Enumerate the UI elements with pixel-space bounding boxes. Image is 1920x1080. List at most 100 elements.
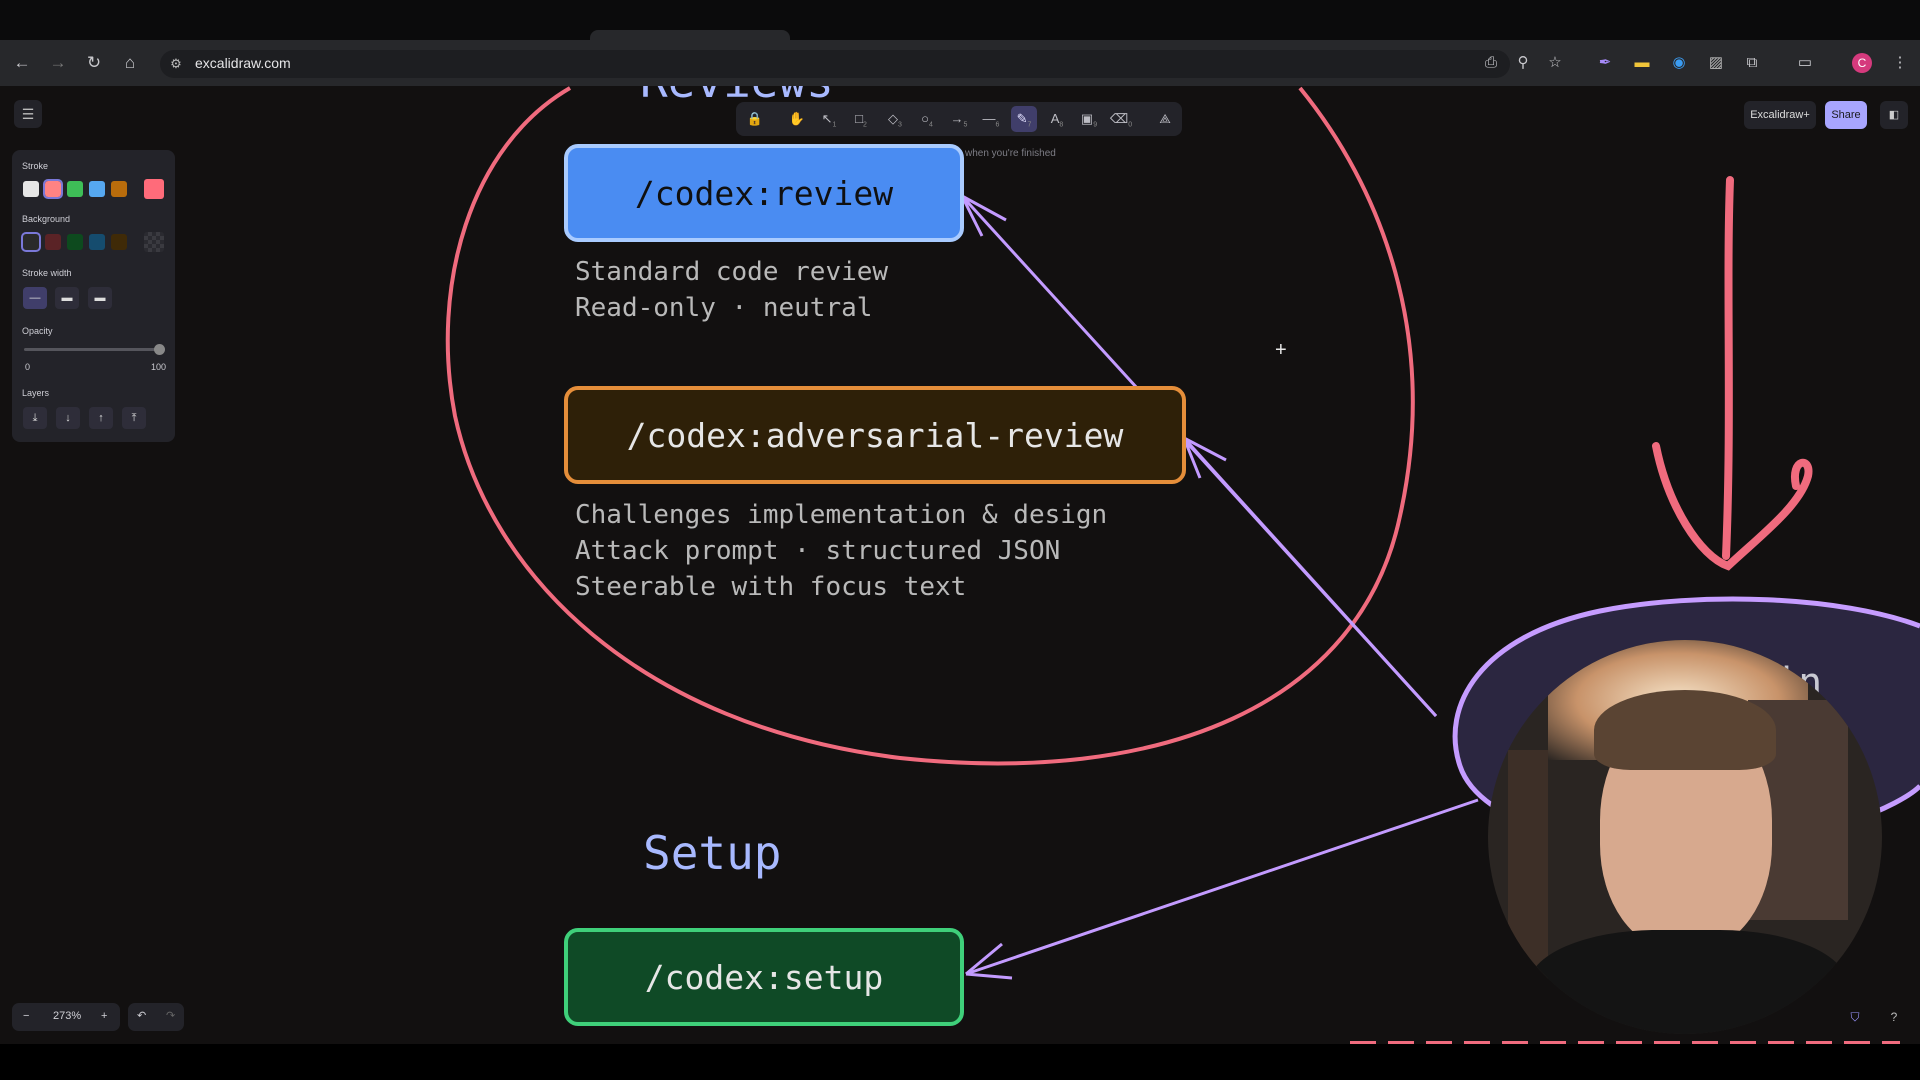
hamburger-icon[interactable]: ☰ — [14, 100, 42, 128]
tool-line-icon[interactable]: —6 — [982, 111, 1000, 129]
active-tab[interactable] — [590, 30, 790, 40]
layer-button[interactable]: ⤒ — [122, 407, 146, 429]
background-swatch[interactable] — [89, 234, 105, 250]
tool-ellipse-icon[interactable]: ○4 — [921, 111, 933, 129]
profile-avatar[interactable]: C — [1852, 53, 1872, 73]
tool-draw-icon[interactable]: ✎7 — [1011, 106, 1037, 132]
background-swatch[interactable] — [67, 234, 83, 250]
adv-desc-line-3: Steerable with focus text — [575, 572, 967, 602]
zoom-value[interactable]: 273% — [53, 1010, 82, 1022]
setup-heading: Setup — [643, 826, 782, 880]
review-desc-line-2: Read-only · neutral — [575, 293, 873, 323]
arrow-to-setup — [965, 798, 1479, 976]
redo-button[interactable]: ↷ — [166, 1010, 176, 1022]
url-text[interactable]: excalidraw.com — [195, 55, 291, 71]
adversarial-card[interactable]: /codex:adversarial-review — [564, 386, 1186, 484]
layer-button[interactable]: ↑ — [89, 407, 113, 429]
opacity-slider[interactable] — [24, 348, 160, 351]
background-swatch[interactable] — [45, 234, 61, 250]
layer-button[interactable]: ↓ — [56, 407, 80, 429]
extension-blue-icon[interactable]: ◉ — [1672, 54, 1686, 71]
tab-bar — [0, 0, 1920, 40]
stroke-label: Stroke — [22, 161, 49, 171]
tool-eraser-icon[interactable]: ⌫0 — [1109, 111, 1133, 129]
tool-shortcut-key: 1 — [832, 121, 837, 129]
tool-lock-icon[interactable]: 🔒 — [746, 111, 764, 126]
opacity-max: 100 — [151, 362, 167, 372]
zoom-in-button[interactable]: + — [101, 1010, 108, 1022]
help-icon[interactable]: ? — [1890, 1010, 1898, 1024]
address-bar[interactable] — [160, 50, 1510, 78]
forward-icon[interactable]: → — [49, 53, 67, 72]
reload-icon[interactable]: ↻ — [86, 53, 102, 72]
opacity-knob[interactable] — [154, 344, 165, 355]
tool-selection-icon[interactable]: ↖1 — [821, 111, 837, 129]
tool-text-icon[interactable]: A8 — [1050, 111, 1064, 129]
adversarial-card-label: /codex:adversarial-review — [626, 415, 1124, 455]
adv-desc-line-2: Attack prompt · structured JSON — [575, 536, 1061, 566]
stroke-swatch[interactable] — [89, 181, 105, 197]
extension-note-icon[interactable]: ▬ — [1634, 54, 1650, 71]
background-swatch[interactable] — [111, 234, 127, 250]
extension-pen-icon[interactable]: ✒ — [1598, 54, 1612, 71]
tool-arrow-icon[interactable]: →5 — [950, 111, 968, 129]
setup-card[interactable]: /codex:setup — [564, 928, 964, 1026]
browser-menu-icon[interactable]: ⋮ — [1892, 54, 1908, 71]
layers-label: Layers — [22, 388, 50, 398]
stroke-current-swatch[interactable] — [144, 179, 164, 199]
window-bottom-strip — [0, 1044, 1920, 1080]
review-desc-line-1: Standard code review — [575, 257, 889, 287]
tool-shortcut-key: 6 — [995, 121, 1000, 129]
layer-button[interactable]: ⤓ — [23, 407, 47, 429]
stroke-width-extra-bold[interactable]: ▬ — [88, 287, 112, 309]
background-label: Background — [22, 214, 71, 224]
library-icon[interactable]: ◧ — [1880, 101, 1908, 129]
tool-shortcut-key: 8 — [1059, 121, 1064, 129]
adv-desc-line-1: Challenges implementation & design — [575, 500, 1108, 530]
extension-tile-icon[interactable]: ▨ — [1708, 54, 1724, 71]
tool-image-icon[interactable]: ▣9 — [1080, 111, 1098, 129]
stroke-swatch[interactable] — [23, 181, 39, 197]
tool-shortcut-key: 4 — [928, 121, 933, 129]
stroke-swatch[interactable] — [67, 181, 83, 197]
tool-hand-icon[interactable]: ✋ — [788, 111, 806, 126]
review-card[interactable]: /codex:review — [564, 144, 964, 242]
share-button[interactable]: Share — [1825, 101, 1867, 129]
tool-more-icon[interactable]: ⟁ — [1159, 111, 1171, 126]
undo-button[interactable]: ↶ — [137, 1010, 147, 1022]
review-description: Standard code review Read-only · neutral — [575, 254, 888, 326]
tool-shortcut-key: 5 — [963, 121, 968, 129]
crosshair-cursor: + — [1275, 339, 1287, 361]
hand-drawn-circle — [445, 86, 1415, 766]
undo-redo-controls — [128, 1003, 184, 1031]
tool-shortcut-key: 0 — [1128, 121, 1133, 129]
background-transparent-swatch[interactable] — [144, 232, 164, 252]
zoom-out-button[interactable]: − — [23, 1010, 30, 1022]
zoom-icon[interactable]: ⚲ — [1517, 54, 1529, 71]
shapes-toolbar — [736, 102, 1182, 136]
reading-mode-icon[interactable]: ▭ — [1797, 54, 1813, 71]
home-icon[interactable]: ⌂ — [124, 53, 136, 72]
stroke-swatch[interactable] — [111, 181, 127, 197]
back-icon[interactable]: ← — [13, 53, 31, 72]
tool-rectangle-icon[interactable]: □2 — [855, 111, 867, 129]
shield-icon[interactable]: ⛉ — [1850, 1010, 1860, 1024]
install-app-icon[interactable]: ⎙ — [1484, 54, 1497, 71]
review-card-label: /codex:review — [634, 173, 894, 213]
tool-shortcut-key: 2 — [862, 121, 867, 129]
excalidraw-plus-button[interactable]: Excalidraw+ — [1744, 101, 1816, 129]
background-swatch[interactable] — [21, 232, 41, 252]
setup-card-label: /codex:setup — [644, 957, 884, 997]
stroke-width-thin[interactable]: — — [23, 287, 47, 309]
tool-diamond-icon[interactable]: ◇3 — [888, 111, 902, 129]
bookmark-star-icon[interactable]: ☆ — [1548, 54, 1562, 71]
arrow-to-adversarial — [1182, 436, 1438, 718]
adversarial-description: Challenges implementation & design Attac… — [575, 497, 1107, 605]
site-settings-icon[interactable]: ⚙ — [170, 56, 182, 71]
toolbar-hint: when you're finished — [965, 148, 1056, 159]
extensions-puzzle-icon[interactable]: ⧉ — [1746, 54, 1758, 71]
stroke-swatch[interactable] — [43, 179, 63, 199]
presenter-shirt — [1528, 930, 1848, 1034]
webcam-overlay — [1488, 640, 1882, 1034]
stroke-width-bold[interactable]: ▬ — [55, 287, 79, 309]
